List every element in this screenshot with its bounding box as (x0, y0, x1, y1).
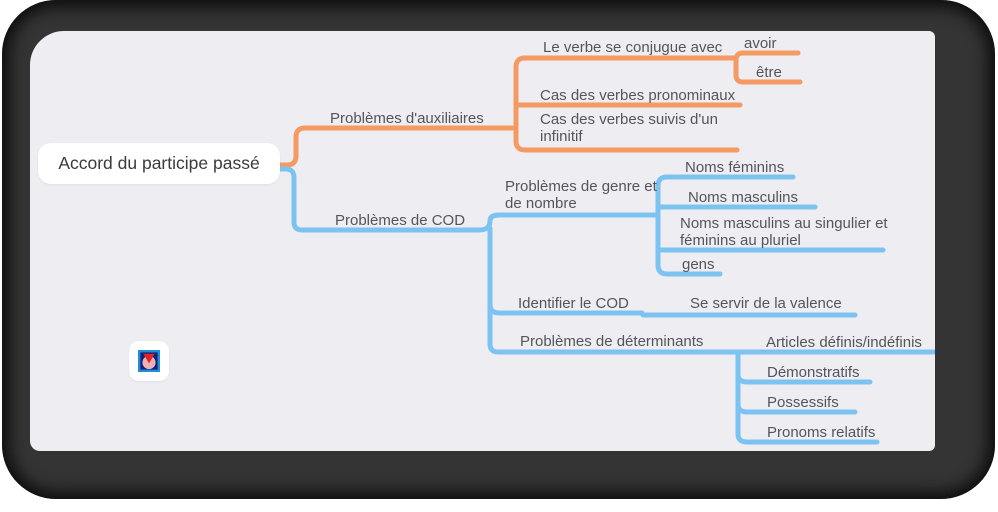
node-problemes-cod[interactable]: Problèmes de COD (335, 212, 466, 229)
branch-possessifs (735, 401, 858, 415)
branch-avoir-etre (733, 50, 803, 85)
branch-genre-children (655, 174, 796, 277)
node-problemes-auxiliaires[interactable]: Problèmes d'auxiliaires (330, 110, 484, 127)
mindmap-canvas[interactable]: Accord du participe passé Problèmes d'au… (30, 31, 935, 451)
branch-identifier (487, 301, 645, 316)
node-valence[interactable]: Se servir de la valence (690, 295, 842, 312)
app-logo-icon (138, 350, 160, 372)
node-avoir[interactable]: avoir (744, 35, 777, 52)
node-noms-mixte[interactable]: Noms masculins au singulier et féminins … (680, 215, 888, 249)
branch-root-to-cod (275, 166, 660, 233)
node-verbe-se-conjugue[interactable]: Le verbe se conjugue avec (543, 39, 723, 56)
node-demonstratifs[interactable]: Démonstratifs (767, 364, 860, 381)
node-identifier-cod[interactable]: Identifier le COD (518, 295, 629, 312)
node-noms-feminins[interactable]: Noms féminins (685, 159, 785, 176)
branch-determinants-children (735, 349, 880, 445)
node-gens[interactable]: gens (682, 256, 715, 273)
node-verbes-infinitif[interactable]: Cas des verbes suivis d'un infinitif (540, 111, 718, 145)
branch-demonstratifs (735, 371, 873, 385)
node-verbes-pronominaux[interactable]: Cas des verbes pronominaux (540, 87, 736, 104)
node-pronoms-relatifs[interactable]: Pronoms relatifs (767, 424, 876, 441)
canvas-logo-object[interactable] (129, 341, 169, 381)
branch-cod-trunk (487, 225, 935, 355)
node-possessifs[interactable]: Possessifs (767, 394, 839, 411)
node-genre-nombre[interactable]: Problèmes de genre et de nombre (505, 178, 657, 212)
node-problemes-determinants[interactable]: Problèmes de déterminants (520, 333, 704, 350)
node-noms-masculins[interactable]: Noms masculins (688, 189, 799, 206)
root-node[interactable]: Accord du participe passé (38, 143, 280, 184)
branch-lines (275, 50, 935, 445)
branch-root-to-aux (275, 125, 519, 168)
node-etre[interactable]: être (756, 64, 782, 81)
node-articles[interactable]: Articles définis/indéfinis (766, 334, 922, 351)
